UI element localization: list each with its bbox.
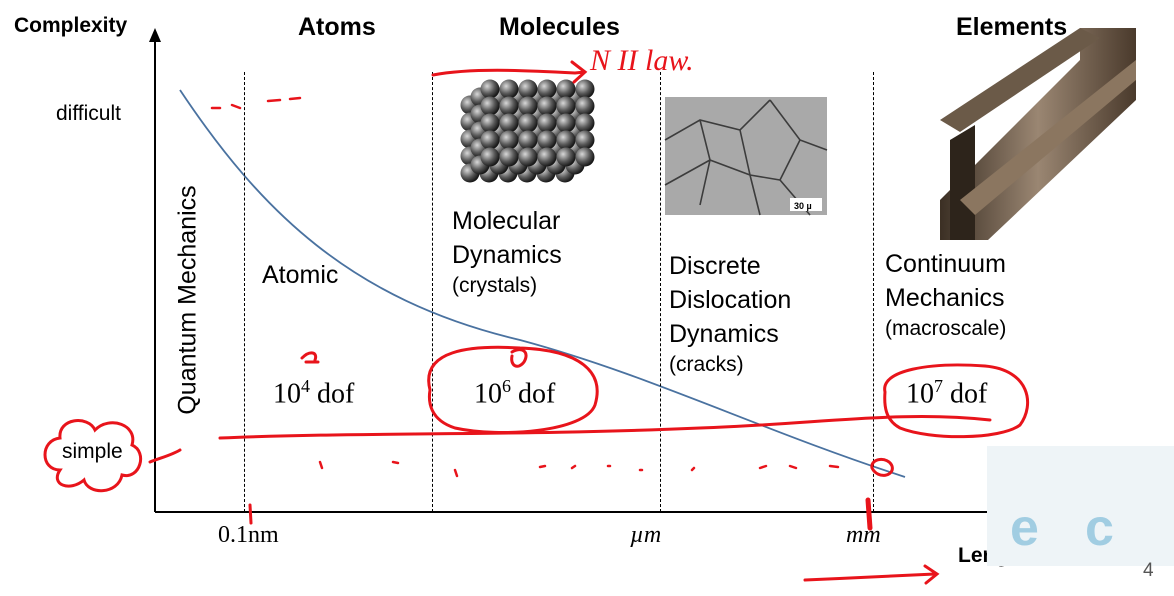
- handwritten-left-tick: [148, 448, 182, 464]
- lattice-atom: [537, 130, 557, 150]
- dof-md-exp: 6: [502, 376, 511, 396]
- lattice-atom: [537, 79, 557, 99]
- divider-0-1nm: [244, 72, 245, 512]
- md-sub: (crystals): [452, 274, 538, 297]
- lattice-atom: [556, 147, 576, 167]
- logo-fragment: e c: [987, 446, 1174, 566]
- difficult-label: difficult: [56, 102, 121, 125]
- mm-circle: [870, 458, 894, 477]
- page-number: 4: [1143, 560, 1154, 581]
- lattice-atom: [575, 113, 595, 133]
- md-dof-circle: [427, 345, 599, 435]
- ddd-sub: (cracks): [669, 353, 744, 376]
- cm-label: Continuum Mechanics (macroscale): [885, 247, 1006, 341]
- dof-atomic: 104 dof: [273, 376, 354, 410]
- lattice-atom: [499, 147, 519, 167]
- tick-0-1nm: 0.1nm: [218, 522, 279, 548]
- dof-md-base: 10: [474, 378, 502, 410]
- lattice-atom: [537, 96, 557, 116]
- lattice-atom: [480, 147, 500, 167]
- lattice-atom: [480, 113, 500, 133]
- divider-atoms-molecules: [432, 72, 433, 512]
- ddd-line3: Dynamics: [669, 320, 779, 348]
- divider-um: [660, 72, 661, 512]
- dof-atomic-unit: dof: [317, 378, 355, 410]
- y-axis-label: Complexity: [14, 14, 128, 37]
- lattice-atom: [499, 96, 519, 116]
- md-line2: Dynamics: [452, 241, 562, 269]
- dof-md-unit: dof: [518, 378, 556, 410]
- lattice-atom: [556, 130, 576, 150]
- svg-text:e: e: [1010, 499, 1039, 557]
- handwritten-underline-arrow: [431, 60, 588, 84]
- dof-cm-exp: 7: [934, 376, 943, 396]
- divider-mm: [873, 72, 874, 512]
- tick-mm: mm: [846, 522, 881, 548]
- simple-cloud: [43, 419, 143, 493]
- cm-sub: (macroscale): [885, 317, 1007, 340]
- lattice-atom: [556, 79, 576, 99]
- crystal-lattice-image: [460, 79, 595, 183]
- lattice-atom: [480, 130, 500, 150]
- header-molecules: Molecules: [499, 13, 620, 41]
- md-line1: Molecular: [452, 207, 561, 235]
- ddd-label: Discrete Dislocation Dynamics (cracks): [669, 249, 791, 377]
- micrograph-scale: 30 µ: [794, 201, 812, 211]
- lattice-atom: [556, 113, 576, 133]
- simple-label: simple: [62, 440, 123, 463]
- mm-tick-mark: [865, 497, 873, 531]
- lattice-atom: [537, 147, 557, 167]
- lattice-atom: [518, 79, 538, 99]
- lattice-atom: [499, 130, 519, 150]
- dof-cm-base: 10: [906, 378, 934, 410]
- dof-md: 106 dof: [474, 376, 555, 410]
- lattice-atom: [499, 79, 519, 99]
- cm-line1: Continuum: [885, 250, 1006, 278]
- lattice-atom: [499, 113, 519, 133]
- lattice-atom: [556, 96, 576, 116]
- complexity-curve: [179, 89, 906, 478]
- cm-dof-circle: [883, 363, 1029, 439]
- nm-tick-mark: [248, 503, 253, 525]
- bottom-arrow: [803, 564, 940, 585]
- lattice-atom: [518, 96, 538, 116]
- md-exp-mark: [510, 348, 528, 368]
- y-axis-arrow: [149, 28, 161, 42]
- tick-um: µm: [630, 522, 662, 548]
- handwritten-baseline: [218, 414, 992, 440]
- steel-beam-image: [940, 28, 1136, 240]
- dof-atomic-exp: 4: [301, 376, 310, 396]
- atomic-exp-mark: [300, 351, 320, 364]
- bottom-dashes: [318, 460, 840, 478]
- lattice-atom: [575, 96, 595, 116]
- cm-line2: Mechanics: [885, 284, 1005, 312]
- lattice-atom: [575, 79, 595, 99]
- lattice-atom: [480, 79, 500, 99]
- header-atoms: Atoms: [298, 13, 376, 41]
- dof-cm-unit: dof: [950, 378, 988, 410]
- ddd-line1: Discrete: [669, 252, 761, 280]
- svg-text:c: c: [1085, 499, 1114, 557]
- atomic-label: Atomic: [262, 261, 339, 289]
- lattice-atom: [537, 113, 557, 133]
- header-elements: Elements: [956, 13, 1068, 41]
- lattice-atom: [518, 113, 538, 133]
- top-dashes: [210, 96, 302, 110]
- dof-atomic-base: 10: [273, 378, 301, 410]
- lattice-atom: [575, 147, 595, 167]
- handwritten-note: N II law.: [589, 44, 694, 77]
- micrograph-image: 30 µ: [664, 97, 828, 216]
- lattice-atom: [480, 96, 500, 116]
- ddd-line2: Dislocation: [669, 286, 792, 314]
- lattice-atom: [518, 147, 538, 167]
- lattice-atom: [575, 130, 595, 150]
- md-label: Molecular Dynamics (crystals): [452, 204, 562, 298]
- lattice-atom: [518, 130, 538, 150]
- dof-cm: 107 dof: [906, 376, 987, 410]
